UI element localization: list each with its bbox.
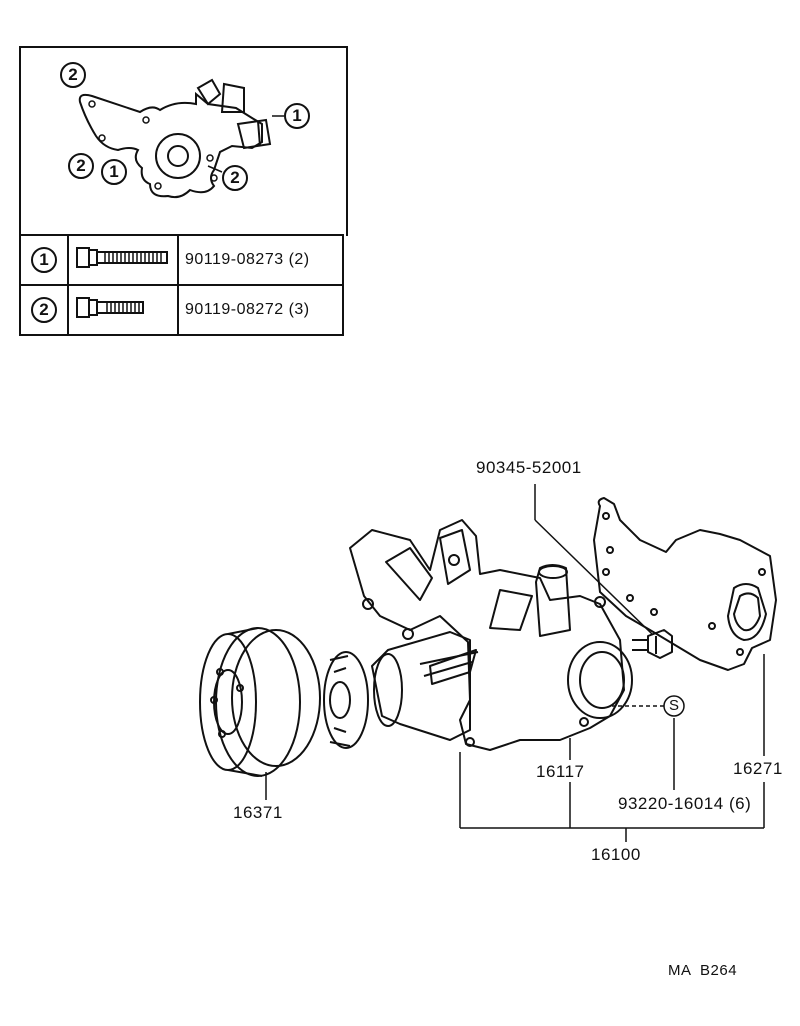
inset-outlet-upper — [196, 78, 245, 113]
hub-flange — [323, 651, 369, 749]
inset-bolt-hole — [88, 100, 96, 108]
inset-bolt-hole — [154, 182, 162, 190]
inset-pump-outline — [78, 91, 263, 199]
legend-row: 1 90119-08273 (2) — [19, 234, 344, 286]
short-bolt-icon — [67, 284, 179, 336]
s-symbol: S — [669, 697, 680, 714]
inset-bolt-hole — [98, 134, 106, 142]
legend-qty: (3) — [288, 301, 310, 318]
part-label-16371: 16371 — [233, 803, 283, 822]
inset-frame — [19, 46, 348, 236]
part-label-16271: 16271 — [733, 759, 783, 778]
legend-key: 1 — [31, 247, 57, 273]
gasket-16271 — [593, 497, 777, 671]
long-bolt-icon — [67, 234, 179, 286]
inset-callout-bottom-left-a: 2 — [68, 153, 94, 179]
leader-lines — [265, 484, 765, 842]
inset-bolt-hole — [142, 116, 150, 124]
inset-bore-inner — [167, 145, 189, 167]
inset-callout-right: 1 — [284, 103, 310, 129]
inset-leader — [207, 165, 223, 173]
inset-callout-bottom-left-b: 1 — [101, 159, 127, 185]
pump-body-16117 — [349, 519, 633, 751]
legend-key: 2 — [31, 297, 57, 323]
inset-callout-bottom-right: 2 — [222, 165, 248, 191]
s-symbol-ring — [663, 695, 685, 717]
drain-plug-90345 — [632, 629, 673, 659]
inset-callout-top-left: 2 — [60, 62, 86, 88]
legend-part-number: 90119-08272 — [185, 301, 284, 318]
part-label-90345-52001: 90345-52001 — [476, 458, 582, 477]
inset-outlet-side — [236, 118, 272, 150]
part-label-16100: 16100 — [591, 845, 641, 864]
legend-qty: (2) — [288, 251, 310, 268]
part-label-16117: 16117 — [536, 762, 585, 781]
inset-bore — [155, 133, 201, 179]
part-qty: (6) — [728, 794, 752, 813]
bearing-housing — [371, 631, 479, 741]
inset-bolt-hole — [210, 174, 218, 182]
diagram-code: MA B264 — [668, 962, 738, 979]
part-label-93220-16014: 93220-16014 (6) — [618, 794, 751, 814]
bolt-legend-table: 1 90119-08273 (2) 2 — [19, 234, 344, 336]
inset-bolt-hole — [206, 154, 214, 162]
legend-part-number: 90119-08273 — [185, 251, 284, 268]
part-number: 93220-16014 — [618, 794, 724, 813]
pulley-16371 — [199, 627, 321, 777]
legend-row: 2 90119-08272 (3) — [19, 284, 344, 336]
